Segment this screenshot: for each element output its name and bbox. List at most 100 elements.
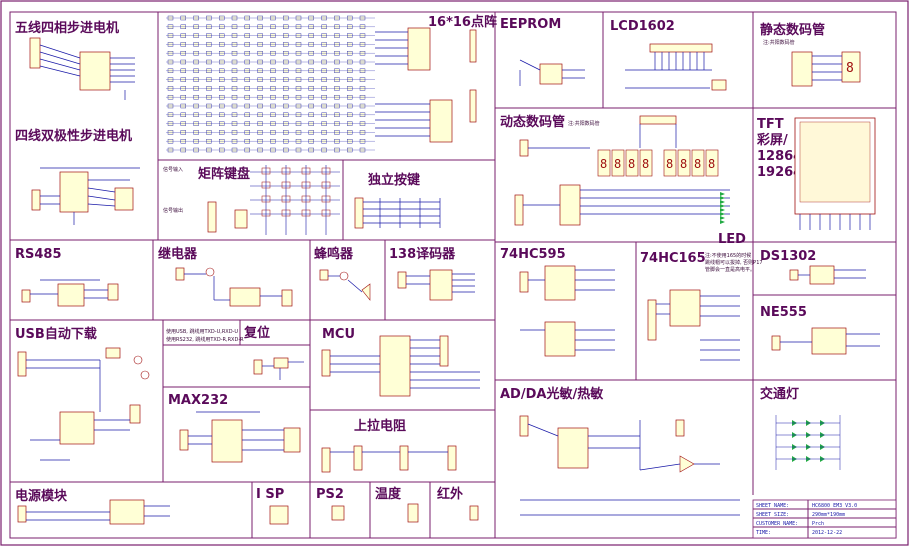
title-74hc165: 74HC165 xyxy=(640,251,706,266)
dyn-digit-glyph: 8 xyxy=(614,157,621,171)
dynamic-7seg-circuit xyxy=(514,115,730,226)
ad-da-circuit xyxy=(519,415,740,516)
title-ps2: PS2 xyxy=(316,487,344,502)
title-power: 电源模块 xyxy=(15,488,68,504)
led-diode xyxy=(720,192,725,196)
dyn-digit xyxy=(639,149,653,177)
led-diode xyxy=(720,196,725,200)
dyn-digit xyxy=(705,149,719,177)
title-row4-value: 2012-12-22 xyxy=(812,530,842,536)
led-diode xyxy=(720,220,725,224)
title-reset: 复位 xyxy=(243,325,270,341)
dyn-digit xyxy=(677,149,691,177)
note-usb-1: 使用USB, 跳线用TXD-U,RXD-U xyxy=(166,328,238,335)
note-matrix-in: 信号输入 xyxy=(163,166,183,173)
dyn-digit-glyph: 8 xyxy=(666,157,673,171)
dyn-digit-glyph: 8 xyxy=(680,157,687,171)
title-row4-label: TIME: xyxy=(756,530,771,536)
note-matrix-out: 信号输出 xyxy=(163,207,183,214)
traffic-light-circuit xyxy=(775,415,841,470)
dyn-digit-glyph: 8 xyxy=(694,157,701,171)
dyn-digit xyxy=(611,149,625,177)
note-static-7seg: 注:共阳数码管 xyxy=(763,39,795,46)
ne555-circuit xyxy=(771,327,880,355)
hc165-note-2: 跳线帽可以拔掉, 否则P17 xyxy=(705,259,763,266)
led-diode xyxy=(720,200,725,204)
tft-line-2: 彩屏/ xyxy=(756,132,788,148)
max232-circuit xyxy=(179,411,301,463)
dyn-digit xyxy=(691,149,705,177)
title-infrared: 红外 xyxy=(437,486,463,502)
keypad-connector xyxy=(207,201,248,233)
tft-line-1: TFT xyxy=(757,117,784,132)
lcd1602-circuit xyxy=(625,43,727,91)
hc165-circuit xyxy=(647,289,740,361)
tft-circuit xyxy=(794,117,876,230)
mcu-circuit xyxy=(321,335,480,397)
buzzer-circuit xyxy=(319,269,371,301)
led-diode xyxy=(720,204,725,208)
note-74hc165: 注:不使用165的时候 跳线帽可以拔掉, 否则P17 管脚会一直是高电平。 xyxy=(705,252,764,273)
title-mcu: MCU xyxy=(322,327,355,342)
title-138-decoder: 138译码器 xyxy=(389,247,456,262)
title-temperature: 温度 xyxy=(375,486,402,502)
title-usb-download: USB自动下载 xyxy=(15,326,97,342)
title-ne555: NE555 xyxy=(760,305,807,320)
eeprom-circuit xyxy=(519,59,585,86)
title-pullup: 上拉电阻 xyxy=(354,418,406,434)
title-row3-label: CUSTOMER NAME: xyxy=(756,521,798,527)
title-max232: MAX232 xyxy=(168,393,228,408)
infrared-circuit xyxy=(469,505,479,521)
decoder-138-circuit xyxy=(397,269,475,301)
title-buzzer: 蜂鸣器 xyxy=(314,246,354,262)
usb-download-circuit xyxy=(17,347,150,461)
title-rs485: RS485 xyxy=(15,247,62,262)
led-column xyxy=(720,192,725,224)
block-dividers xyxy=(10,12,896,538)
stepper5-circuit xyxy=(29,37,135,100)
title-row1-value: HC6800 EM3 V3.0 xyxy=(812,503,857,509)
stepper4-circuit xyxy=(31,167,140,225)
dyn-digit xyxy=(597,149,611,177)
note-usb-2: 使用RS232, 跳线用TXD-R,RXD-R xyxy=(166,336,244,343)
title-independent-keys: 独立按键 xyxy=(368,172,420,188)
title-ds1302: DS1302 xyxy=(760,249,816,264)
title-isp: I SP xyxy=(256,487,284,502)
title-block: SHEET NAME: HC6800 EM3 V3.0 SHEET SIZE: … xyxy=(752,499,897,539)
reset-circuit xyxy=(253,357,304,380)
title-eeprom: EEPROM xyxy=(500,17,561,32)
led-diode xyxy=(720,208,725,212)
pullup-circuit xyxy=(321,445,457,473)
static-7seg-circuit: 8 xyxy=(791,51,861,87)
title-row2-value: 290mm*190mm xyxy=(812,512,845,518)
title-led: LED xyxy=(718,232,746,247)
led-diode xyxy=(720,212,725,216)
title-matrix-keypad: 矩阵键盘 xyxy=(197,166,250,182)
dyn-digit xyxy=(625,149,639,177)
title-row1-label: SHEET NAME: xyxy=(756,503,789,509)
dyn-digit-glyph: 8 xyxy=(642,157,649,171)
power-circuit xyxy=(17,499,170,525)
seg-digit-glyph: 8 xyxy=(846,61,854,76)
title-static-7seg: 静态数码管 xyxy=(760,22,825,38)
dyn-digit xyxy=(663,149,677,177)
led-diode xyxy=(720,216,725,220)
tft-line-4: 19264 xyxy=(757,165,802,180)
matrix-keypad-circuit xyxy=(250,165,340,235)
dyn-digit-glyph: 8 xyxy=(628,157,635,171)
hc165-note-1: 注:不使用165的时候 xyxy=(705,252,751,259)
title-lcd1602: LCD1602 xyxy=(610,19,675,34)
dot-matrix-grid xyxy=(166,15,375,153)
inner-frame xyxy=(9,11,897,539)
dyn-digit-glyph: 8 xyxy=(600,157,607,171)
hc595-circuit xyxy=(519,265,615,357)
hc165-note-3: 管脚会一直是高电平。 xyxy=(705,266,755,273)
title-dynamic-7seg: 动态数码管 xyxy=(500,114,565,130)
title-74hc595: 74HC595 xyxy=(500,247,566,262)
relay-circuit xyxy=(175,267,293,307)
title-stepper5: 五线四相步进电机 xyxy=(15,20,119,36)
title-row3-value: Prch xyxy=(812,521,824,527)
dyn-digit-glyph: 8 xyxy=(708,157,715,171)
